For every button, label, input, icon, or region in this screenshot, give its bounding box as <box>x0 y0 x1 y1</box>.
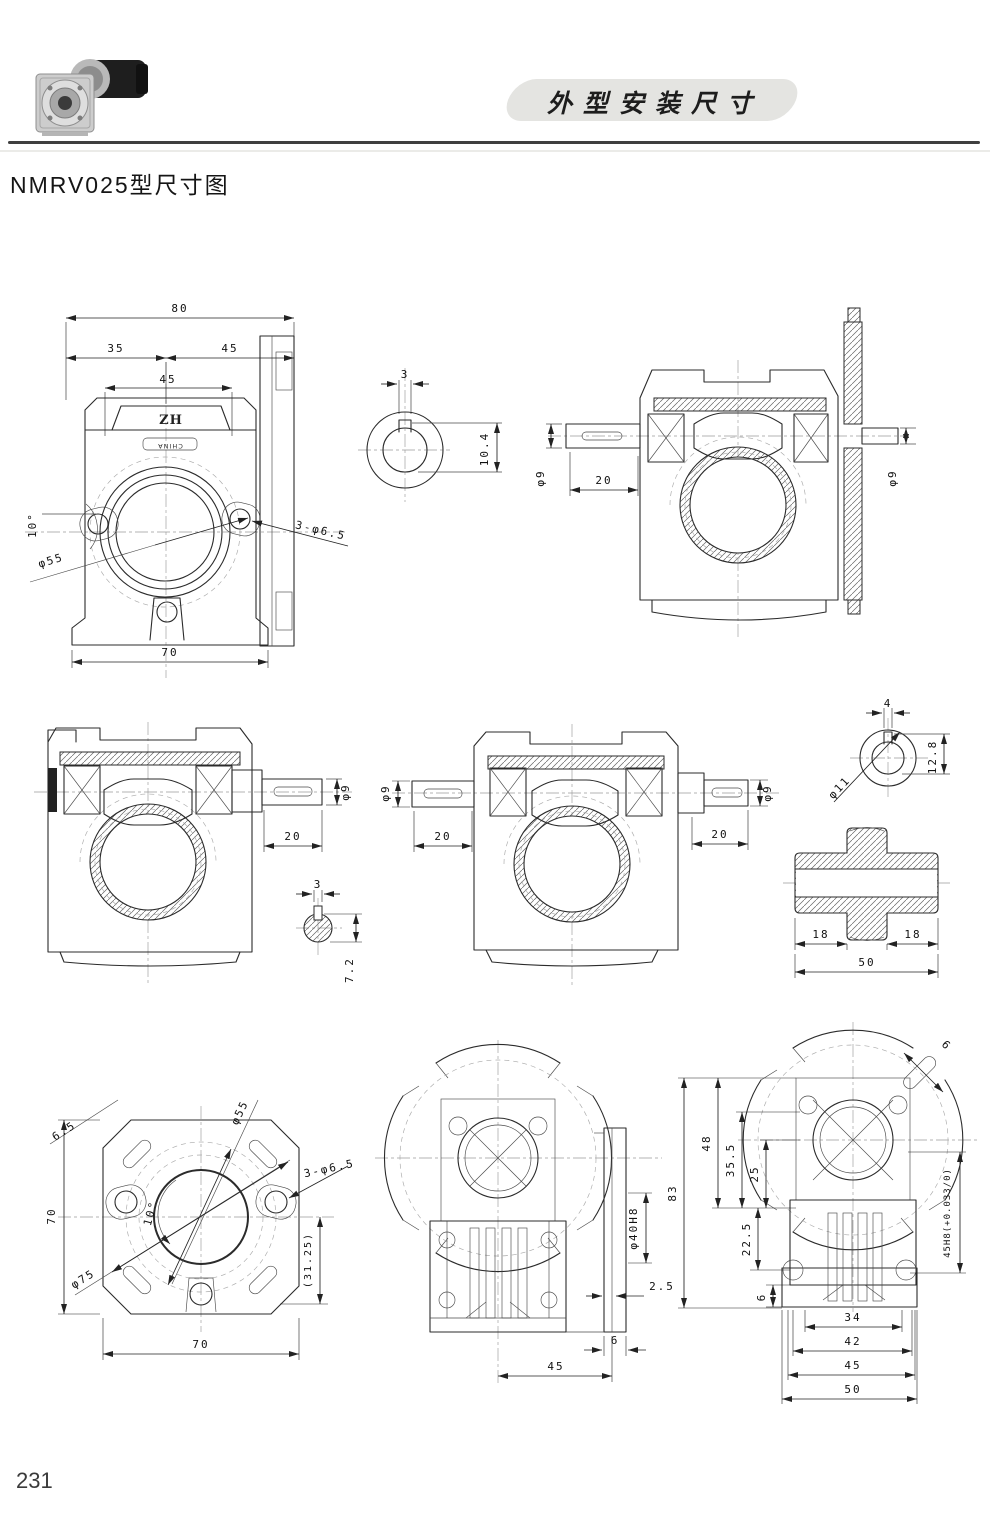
dim-bolt-holes-rear: 3-φ6.5 <box>303 1157 356 1180</box>
dim-worm-len-left: 18 <box>812 928 829 941</box>
page-title: NMRV025型尺寸图 <box>10 172 230 198</box>
dim-output-shaft-dia: φ9 <box>339 783 352 800</box>
dim-input-shaft-len: 20 <box>595 474 612 487</box>
dim-right-shaft-dia: φ9 <box>761 784 774 801</box>
view-output-double: φ9 20 φ9 20 <box>379 724 782 985</box>
dim-flange-thickness: 6 <box>611 1334 620 1347</box>
gearbox-photo-art <box>35 59 148 136</box>
dim-overall-width: 80 <box>171 302 188 315</box>
view-side-output-dimensions <box>498 1192 652 1382</box>
product-photo <box>35 59 148 136</box>
dim-height-25: 25 <box>748 1165 761 1182</box>
dim-angle-rear: 10° <box>141 1199 160 1227</box>
view-output-single-dimensions <box>263 778 342 852</box>
header-band-title: 外型安装尺寸 <box>546 90 763 118</box>
view-output-double-dimensions <box>392 779 768 852</box>
dim-45-cap: 45 <box>159 373 176 386</box>
view-hollow-bore-geometry <box>833 718 950 803</box>
view-worm-section-geometry <box>783 827 950 941</box>
dim-hollow-key-depth: 12.8 <box>926 740 939 775</box>
dim-height-83: 83 <box>666 1184 679 1201</box>
header-rule-light <box>0 150 990 152</box>
dim-dia55: φ55 <box>37 551 66 571</box>
view-rear-flange-geometry <box>49 1099 349 1332</box>
label-china: CHINA <box>157 442 183 450</box>
view-side-geometry <box>548 307 905 640</box>
dim-center-to-face: 45 <box>547 1360 564 1373</box>
dim-spigot-25: 2.5 <box>649 1280 675 1293</box>
dim-input-shaft-dia: φ9 <box>534 469 547 486</box>
view-front: 80 35 45 45 ZH CHINA 10° φ55 3-φ6.5 70 <box>25 302 349 678</box>
view-input-key-section: 3 10.4 <box>358 368 502 502</box>
dim-height-70: 70 <box>45 1207 58 1224</box>
view-output-single: φ9 20 3 7.2 <box>34 722 362 985</box>
header-rule <box>8 141 980 144</box>
view-side-dimensions <box>546 423 916 496</box>
dim-worm-len-right: 18 <box>904 928 921 941</box>
dim-width-34: 34 <box>844 1311 861 1324</box>
dim-base-width: 70 <box>161 646 178 659</box>
dim-flange-bore: φ40H8 <box>627 1206 640 1249</box>
dim-width-42: 42 <box>844 1335 861 1348</box>
dim-width-45: 45 <box>844 1359 861 1372</box>
dim-slot-6: 6 <box>939 1038 954 1053</box>
dim-spigot-dia55: φ55 <box>228 1098 251 1127</box>
dim-hub-tolerance: 45H8(+0.033/0) <box>943 1168 953 1258</box>
view-worm-section-dimensions <box>794 918 939 978</box>
dim-key-depth: 10.4 <box>478 432 491 467</box>
dim-left-shaft-dia: φ9 <box>379 784 392 801</box>
dim-right-shaft-dia: φ9 <box>886 469 899 486</box>
dim-left-shaft-len: 20 <box>434 830 451 843</box>
view-rear-geometry <box>738 1022 978 1312</box>
dim-key-width: 3 <box>401 368 410 381</box>
view-hollow-bore: 4 12.8 φ11 <box>826 697 950 803</box>
dim-right-shaft-len: 20 <box>711 828 728 841</box>
dim-offset: (31.25) <box>303 1232 314 1288</box>
dim-key-depth-72: 7.2 <box>343 957 356 983</box>
dim-dia75: φ75 <box>69 1267 98 1292</box>
dim-width-50: 50 <box>844 1383 861 1396</box>
page-number: 231 <box>16 1468 53 1493</box>
view-output-single-geometry <box>34 722 352 985</box>
view-input-key-dimensions <box>381 380 500 472</box>
dim-height-355: 35.5 <box>724 1143 737 1178</box>
dim-width-70: 70 <box>192 1338 209 1351</box>
view-output-double-geometry <box>392 724 782 985</box>
dim-height-6: 6 <box>755 1293 768 1302</box>
detail-key-section-geometry <box>296 890 362 956</box>
view-side-section: φ9 20 φ9 <box>534 307 916 640</box>
view-input-key-geometry <box>358 368 502 502</box>
view-front-dimensions <box>65 315 295 668</box>
view-worm-section: 18 18 50 <box>783 827 950 978</box>
dim-hollow-key-width: 4 <box>884 697 893 710</box>
view-rear-dimensions <box>678 1052 966 1404</box>
view-rear-flange-dimensions <box>58 1119 328 1360</box>
dim-height-225: 22.5 <box>740 1222 753 1257</box>
dim-worm-len-total: 50 <box>858 956 875 969</box>
dim-key-width-3: 3 <box>314 878 323 891</box>
dim-hollow-dia: φ11 <box>826 774 853 802</box>
view-front-geometry <box>25 335 349 678</box>
dim-35: 35 <box>107 342 124 355</box>
view-hollow-bore-dimensions <box>866 708 947 774</box>
dim-45-right: 45 <box>221 342 238 355</box>
dim-output-shaft-len: 20 <box>284 830 301 843</box>
label-zh: ZH <box>159 413 183 428</box>
view-side-output: φ40H8 2.5 6 45 <box>375 1040 675 1386</box>
dim-angle-10: 10° <box>26 512 39 538</box>
dim-height-48: 48 <box>700 1134 713 1151</box>
view-rear-flange: 6.5 φ55 3-φ6.5 10° φ75 70 (31.25) 70 <box>45 1098 356 1360</box>
view-rear: 83 48 35.5 25 22.5 6 6 45H8(+0.033/0) 34… <box>666 1022 978 1404</box>
view-side-output-geometry <box>375 1040 662 1386</box>
